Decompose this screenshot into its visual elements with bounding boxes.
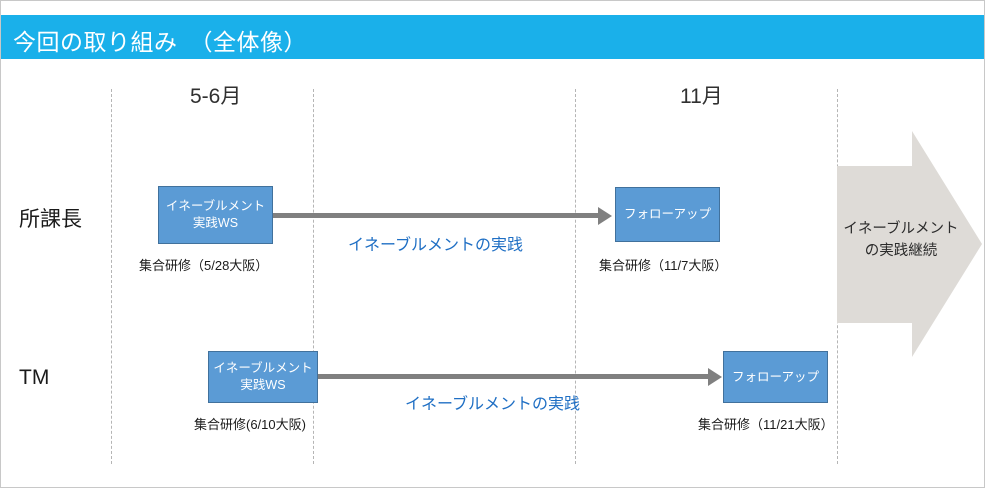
event-box-shokacho-start[interactable]: イネーブルメント 実践WS [158,186,273,244]
connector-arrowhead-shokacho [598,206,612,225]
period-label-5-6月: 5-6月 [190,85,242,108]
timeline-guide-3 [575,89,576,464]
connector-arrowhead-tm [708,367,722,386]
caption-shokacho-end: 集合研修（11/7大阪） [599,258,728,273]
connector-line-tm [318,374,708,379]
row-label-shokacho: 所課長 [19,208,82,231]
caption-shokacho-start: 集合研修（5/28大阪） [139,258,269,273]
row-label-tm: TM [19,366,50,389]
event-box-shokacho-end[interactable]: フォローアップ [615,187,720,242]
event-box-tm-end[interactable]: フォローアップ [723,351,828,403]
timeline-guide-1 [111,89,112,464]
timeline-guide-2 [313,89,314,464]
period-label-11月: 11月 [680,85,723,108]
title-bar: 今回の取り組み （全体像） [1,15,984,59]
connector-line-shokacho [273,213,598,218]
practice-label-shokacho: イネーブルメントの実践 [348,237,524,254]
page-title: 今回の取り組み （全体像） [13,29,307,55]
caption-tm-start: 集合研修(6/10大阪) [194,417,306,432]
continuation-arrow-icon [837,131,982,361]
continuation-arrow-label: イネーブルメント の実践継続 [843,221,959,259]
practice-label-tm: イネーブルメントの実践 [405,396,581,413]
caption-tm-end: 集合研修（11/21大阪） [698,417,834,432]
event-box-tm-start[interactable]: イネーブルメント 実践WS [208,351,318,403]
